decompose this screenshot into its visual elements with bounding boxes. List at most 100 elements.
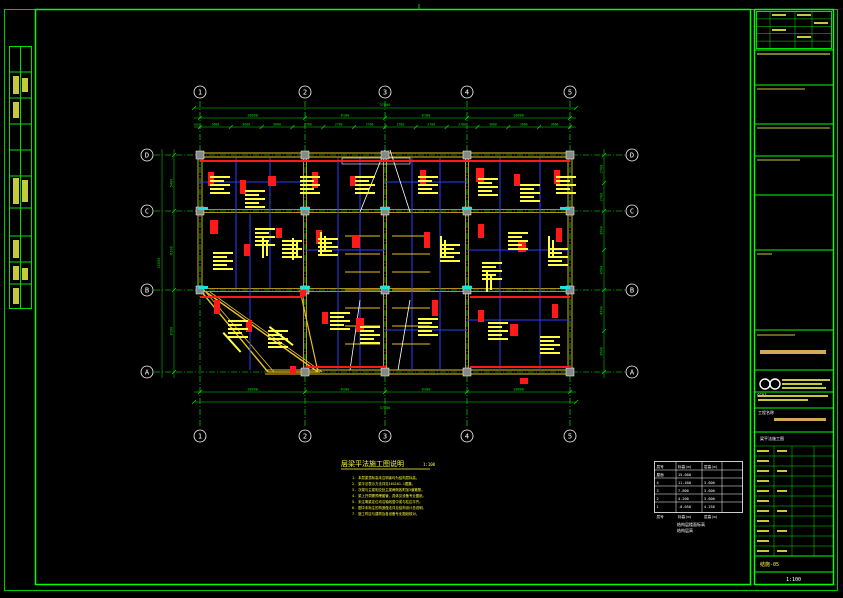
axis-bubble-col-3[interactable]: 3 [378, 85, 392, 99]
axis-bubble-col-4[interactable]: 4 [460, 85, 474, 99]
wall-segment [312, 172, 318, 188]
wall-segment [268, 176, 276, 186]
dim-text: 2700 [335, 123, 343, 127]
wall-segment [520, 378, 528, 384]
wall-segment [478, 224, 484, 238]
beam-label-mark [228, 324, 242, 326]
tb-mark [777, 470, 787, 472]
axis-bubble-row-D[interactable]: D [140, 148, 154, 162]
wall-segment [244, 244, 250, 256]
axis-bubble-circle [298, 429, 312, 443]
dim-tick [573, 399, 579, 405]
axis-bubble-label: C [630, 208, 634, 216]
axis-bubble-circle [460, 85, 474, 99]
axis-bubble-row-C[interactable]: C [140, 204, 154, 218]
axis-bubble-row-D[interactable]: D [625, 148, 639, 162]
beam-label-mark [482, 266, 496, 268]
wall-segment [514, 174, 520, 186]
beam-label-mark [482, 270, 502, 272]
axis-bubble-col-2[interactable]: 2 [298, 85, 312, 99]
dim-text: 2700 [304, 123, 312, 127]
left-binding-strip [9, 46, 32, 309]
beam-reinforcement [306, 366, 386, 368]
axis-bubble-col-4[interactable]: 4 [460, 429, 474, 443]
axis-bubble-col-5[interactable]: 5 [563, 85, 577, 99]
axis-bubble-circle [193, 85, 207, 99]
table-header: 标高(m) [678, 464, 692, 469]
axis-bubble-col-1[interactable]: 1 [193, 429, 207, 443]
table-cell: 4.250 [704, 505, 715, 509]
dim-text: 4500 [600, 306, 604, 315]
tb-mark [772, 29, 786, 31]
beam-label-mark [482, 274, 496, 276]
dim-text: 2700 [600, 193, 604, 202]
beam-label-mark [418, 184, 438, 186]
beam-diagonal [199, 289, 269, 373]
beam-label-mark [355, 180, 369, 182]
beam-label-mark [440, 248, 454, 250]
dim-text: 2700 [397, 123, 405, 127]
dim-text: 8100 [341, 114, 350, 118]
axis-bubble-col-1[interactable]: 1 [193, 85, 207, 99]
tb-mark [814, 22, 828, 24]
wall-segment [276, 228, 282, 238]
dim-tick [601, 287, 607, 293]
beam-label-mark [300, 176, 320, 178]
note-line: 1. 本层梁顶标高未注明者均为结构层标高。 [352, 475, 419, 480]
beam-label-mark [540, 352, 560, 354]
level-table-caption2: 结构层高 [677, 527, 693, 533]
beam-label-mark [508, 232, 528, 234]
axis-bubble-circle [140, 204, 154, 218]
beam-label-mark [300, 180, 314, 182]
beam-marker [462, 286, 472, 289]
beam-label-mark [520, 196, 534, 198]
beam-label-mark [330, 316, 344, 318]
column [300, 367, 310, 377]
beam-label-mark [508, 248, 528, 250]
dim-text: 3600 [273, 123, 281, 127]
beam-label-mark [228, 336, 248, 338]
beam-label-mark [355, 184, 375, 186]
dim-tick [475, 124, 480, 130]
axis-bubble-row-C[interactable]: C [625, 204, 639, 218]
beam-label-mark [268, 334, 282, 336]
note-line: 7. 施工时应与建筑及各设备专业图纸核对。 [352, 511, 419, 516]
beam-reinforcement [470, 366, 570, 368]
wall-segment [316, 230, 322, 244]
axis-bubble-label: 5 [568, 433, 572, 441]
axis-bubble-row-A[interactable]: A [625, 365, 639, 379]
dim-text: 8100 [422, 114, 431, 118]
axis-bubble-row-B[interactable]: B [625, 283, 639, 297]
table-cell: 3.600 [704, 497, 715, 501]
beam-reinforcement [470, 160, 570, 162]
dim-tick [197, 124, 203, 130]
table-cell: 3 [657, 489, 659, 493]
dim-tick [321, 124, 326, 130]
dim-tick [171, 369, 177, 375]
dim-tick [197, 115, 203, 121]
tb-mark [797, 14, 811, 16]
axis-bubble-col-5[interactable]: 5 [563, 429, 577, 443]
tb-mark [777, 490, 787, 492]
dim-text: 8100 [422, 388, 431, 392]
beam-label-mark [222, 332, 242, 353]
axis-bubble-row-A[interactable]: A [140, 365, 154, 379]
note-line: 4. 梁上开洞需预埋套管，具体见设备专业图纸。 [352, 493, 426, 498]
beam-label-mark [300, 192, 320, 194]
wall-segment [214, 300, 220, 314]
axis-bubble-label: 1 [198, 89, 202, 97]
axis-bubble-row-B[interactable]: B [140, 283, 154, 297]
beam-label-mark [330, 324, 344, 326]
wall-segment [210, 220, 218, 234]
column [300, 150, 310, 160]
dim-text: 10800 [247, 114, 258, 118]
beam-label-mark [418, 318, 438, 320]
axis-bubble-circle [140, 365, 154, 379]
dim-tick [601, 369, 607, 375]
axis-bubble-col-3[interactable]: 3 [378, 429, 392, 443]
axis-bubble-col-2[interactable]: 2 [298, 429, 312, 443]
dim-tick [536, 124, 542, 130]
beam-reinforcement [200, 160, 500, 162]
